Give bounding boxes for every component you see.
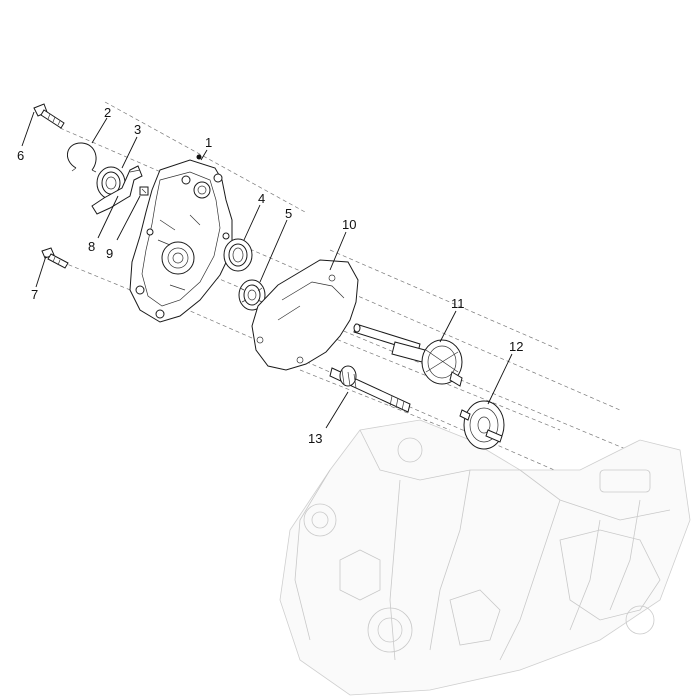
callout-3: 3 <box>134 122 141 137</box>
shaft-part-13 <box>329 365 411 413</box>
callout-6: 6 <box>17 148 24 163</box>
bolt-part-7 <box>41 247 69 269</box>
callout-13: 13 <box>308 431 322 446</box>
callout-11: 11 <box>451 296 465 311</box>
gasket-part-10 <box>251 259 359 371</box>
callout-1: 1 <box>205 135 212 150</box>
breather-hose-part-8 <box>91 165 143 215</box>
callout-4: 4 <box>258 191 265 206</box>
transmission-cover-part-1 <box>129 154 233 323</box>
oil-seal-part-4 <box>223 238 253 272</box>
leader-lines <box>21 111 513 429</box>
callout-2: 2 <box>104 105 111 120</box>
gear-part-12 <box>459 400 505 450</box>
callout-5: 5 <box>285 206 292 221</box>
callout-9: 9 <box>106 246 113 261</box>
bearing-part-5 <box>238 279 266 311</box>
circlip-part-2 <box>67 142 97 173</box>
gear-shaft-part-11 <box>353 323 463 387</box>
callout-labels: 1 2 3 4 5 6 7 8 9 10 11 12 13 <box>17 105 523 446</box>
fitting-part-9 <box>139 186 149 196</box>
callout-12: 12 <box>509 339 523 354</box>
bolt-part-6 <box>33 103 65 129</box>
callout-10: 10 <box>342 217 356 232</box>
engine-block-background <box>279 419 691 696</box>
callout-7: 7 <box>31 287 38 302</box>
callout-8: 8 <box>88 239 95 254</box>
